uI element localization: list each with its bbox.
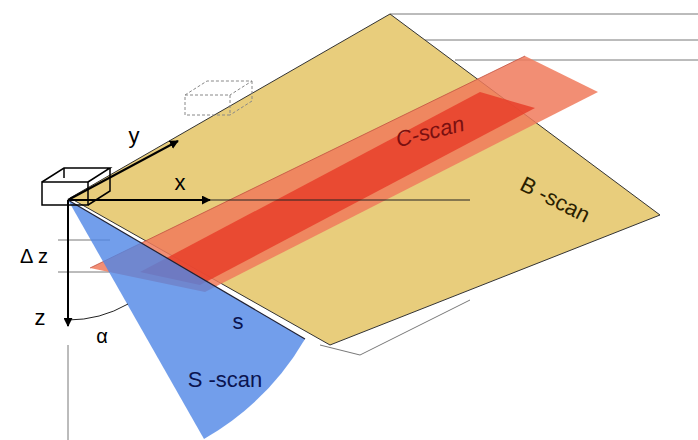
- sector-label: s: [233, 311, 244, 333]
- probe-ghost: [185, 81, 252, 115]
- axis-label: x: [175, 172, 186, 194]
- angle-arc: [68, 304, 128, 320]
- c-scan-edge: [90, 56, 525, 268]
- s-line: [68, 200, 305, 339]
- c-scan-band: [90, 56, 598, 292]
- c-scan-core: [140, 92, 535, 285]
- scan-label: S -scan: [188, 369, 263, 391]
- x-axis: [68, 199, 210, 201]
- axis-label: z: [35, 307, 46, 329]
- dimension-label: Δ z: [20, 246, 48, 266]
- axis-label: y: [129, 125, 140, 147]
- outline-lines: [58, 14, 698, 440]
- probe: [42, 168, 110, 205]
- s-scan-sector: [68, 200, 305, 439]
- z-axis: [67, 200, 69, 326]
- angle-label: α: [96, 326, 108, 346]
- x-line: [68, 200, 470, 201]
- y-axis: [68, 141, 178, 200]
